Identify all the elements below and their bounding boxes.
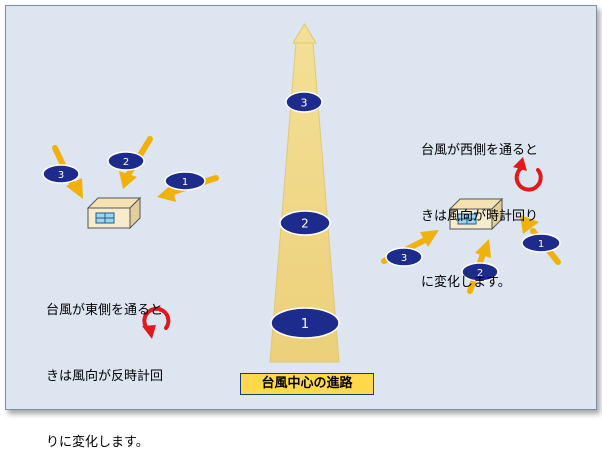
path-marker-2: 2 xyxy=(279,210,331,236)
east-pass-note-line-2: きは風向が反時計回 xyxy=(46,369,164,384)
west-pass-note: 台風が西側を通ると きは風向が時計回り に変化します。 xyxy=(421,96,538,316)
left-rotation-arrow-icon xyxy=(142,306,171,339)
west-pass-note-line-3: に変化します。 xyxy=(421,275,511,290)
diagram-canvas: 3 2 1 3 2 1 xyxy=(42,23,561,363)
right-wind-marker-1-label: 1 xyxy=(538,239,544,250)
right-house-icon xyxy=(448,197,504,231)
right-wind-marker-3-label: 3 xyxy=(401,253,407,264)
east-pass-note: 台風が東側を通ると きは風向が反時計回 りに変化します。 xyxy=(46,256,163,476)
path-marker-1: 1 xyxy=(270,307,340,339)
east-pass-note-line-1: 台風が東側を通ると xyxy=(46,303,164,318)
west-pass-note-line-1: 台風が西側を通ると xyxy=(421,143,539,158)
left-wind-marker-2-label: 2 xyxy=(123,157,129,168)
path-marker-2-label: 2 xyxy=(301,217,309,231)
typhoon-path-label: 台風中心の進路 xyxy=(240,373,374,395)
left-wind-marker-1-label: 1 xyxy=(182,177,188,188)
path-marker-3-label: 3 xyxy=(301,97,308,110)
right-wind-marker-2: 2 xyxy=(461,262,499,282)
left-wind-marker-3-label: 3 xyxy=(58,170,64,181)
left-wind-marker-3: 3 xyxy=(42,164,80,184)
left-house-icon xyxy=(86,196,142,230)
west-pass-note-line-2: きは風向が時計回り xyxy=(421,209,539,224)
path-marker-3: 3 xyxy=(285,91,323,113)
right-wind-marker-3: 3 xyxy=(385,247,423,267)
typhoon-track xyxy=(269,23,340,363)
right-wind-marker-1: 1 xyxy=(521,233,561,253)
left-wind-marker-1: 1 xyxy=(164,171,206,191)
right-wind-marker-2-label: 2 xyxy=(477,268,483,279)
left-wind-marker-2: 2 xyxy=(107,151,145,171)
east-pass-note-line-3: りに変化します。 xyxy=(46,435,149,450)
path-marker-1-label: 1 xyxy=(301,317,309,332)
right-rotation-arrow-icon xyxy=(513,157,543,192)
typhoon-track-arrowhead xyxy=(292,23,317,44)
